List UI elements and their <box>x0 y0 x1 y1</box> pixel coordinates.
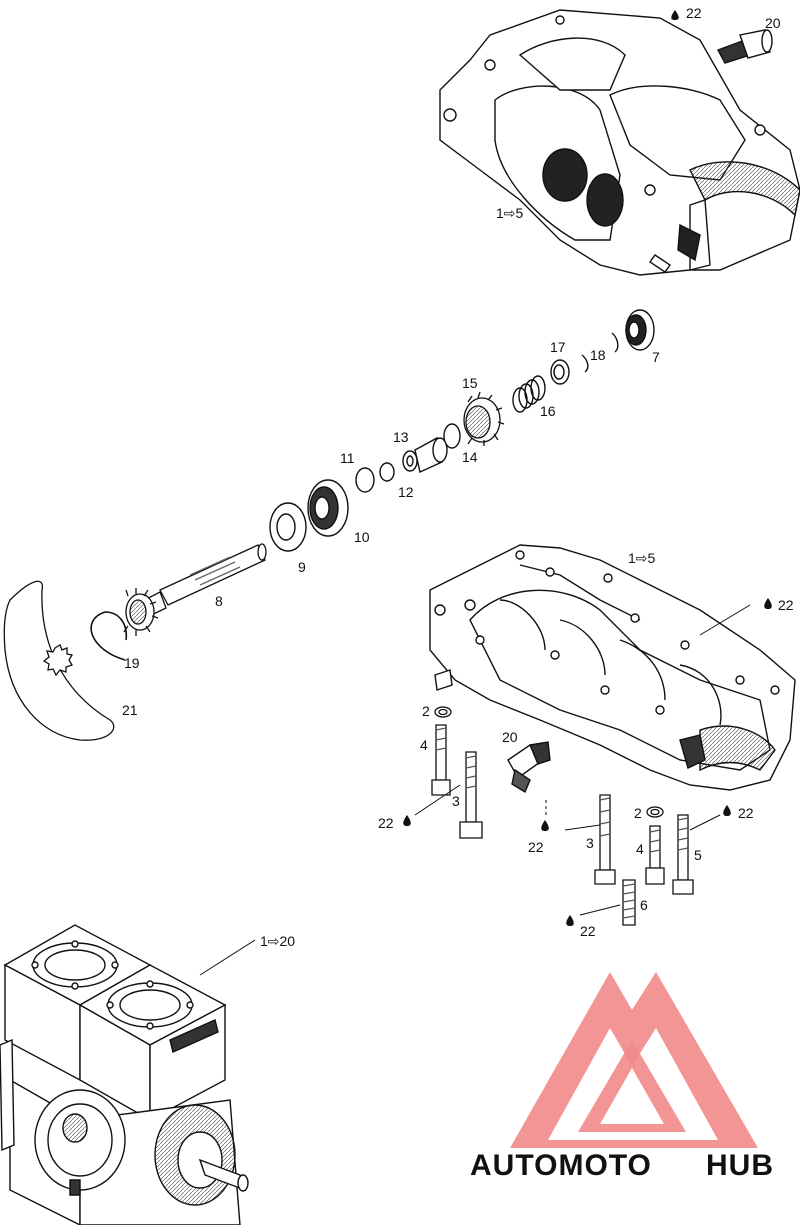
shaft-8 <box>123 543 267 636</box>
callout-8: 8 <box>215 593 223 609</box>
callout-4-left: 4 <box>420 737 428 753</box>
oil-drop-icon <box>764 598 772 609</box>
bearing-10 <box>307 479 349 537</box>
oil-drop-icon <box>566 915 574 926</box>
callout-3-left: 3 <box>452 793 460 809</box>
callout-2-right: 2 <box>634 805 642 821</box>
oil-drop-icon <box>671 10 679 20</box>
callout-9: 9 <box>298 559 306 575</box>
callout-20: 20 <box>765 15 781 31</box>
elbow-fitting-top <box>717 29 773 64</box>
callout-20-mid: 20 <box>502 729 518 745</box>
bolt-3-left <box>459 751 483 839</box>
callout-14: 14 <box>462 449 478 465</box>
circlip-19 <box>90 611 128 661</box>
engine-assembly <box>0 924 249 1227</box>
callout-7: 7 <box>652 349 660 365</box>
oil-drop-icon <box>541 820 549 831</box>
spring-16 <box>512 375 546 413</box>
automotohub-logo: AUTOMOTO HUB <box>470 972 774 1182</box>
callout-17: 17 <box>550 339 566 355</box>
callout-10: 10 <box>354 529 370 545</box>
stud-6 <box>622 879 636 926</box>
callout-2-left: 2 <box>422 703 430 719</box>
lower-crankcase <box>429 544 796 791</box>
callout-22-bottom: 22 <box>580 923 596 939</box>
ring-14 <box>443 423 461 449</box>
logo-text-automoto: AUTOMOTO <box>470 1149 652 1182</box>
callout-22-left: 22 <box>378 815 394 831</box>
callout-1-5: 1⇨5 <box>496 205 524 221</box>
callout-16: 16 <box>540 403 556 419</box>
logo-text-hub: HUB <box>706 1149 774 1182</box>
callout-1-20: 1⇨20 <box>260 933 295 949</box>
upper-crankcase <box>439 9 800 276</box>
callout-22-right: 22 <box>778 597 794 613</box>
washer-2-right <box>646 806 664 818</box>
callout-11: 11 <box>340 450 355 466</box>
washer-2-left <box>434 706 452 718</box>
elbow-fitting-mid <box>507 741 551 794</box>
callout-4-right: 4 <box>636 841 644 857</box>
callout-13: 13 <box>393 429 409 445</box>
seal-9 <box>269 502 307 552</box>
bearing-7 <box>625 309 655 351</box>
callout-6: 6 <box>640 897 648 913</box>
sleeve-13 <box>402 436 448 473</box>
oil-drop-icon <box>403 815 411 826</box>
bolt-4-right <box>645 825 665 885</box>
bolt-4-left <box>431 724 451 796</box>
oil-drop-icon <box>723 805 731 816</box>
callout-3-mid: 3 <box>586 835 594 851</box>
callout-5: 5 <box>694 847 702 863</box>
washer-17 <box>550 359 570 385</box>
callout-19: 19 <box>124 655 140 671</box>
callout-22-mid: 22 <box>528 839 544 855</box>
callout-15: 15 <box>462 375 478 391</box>
callout-1-5-mid: 1⇨5 <box>628 550 656 566</box>
callout-22: 22 <box>686 5 702 21</box>
callout-18: 18 <box>590 347 606 363</box>
bolt-3-right <box>594 794 616 885</box>
callout-12: 12 <box>398 484 414 500</box>
bolt-5 <box>672 814 694 895</box>
gear-15 <box>463 391 505 446</box>
callout-21: 21 <box>122 702 138 718</box>
plate-21 <box>3 580 115 741</box>
callout-22-r2: 22 <box>738 805 754 821</box>
